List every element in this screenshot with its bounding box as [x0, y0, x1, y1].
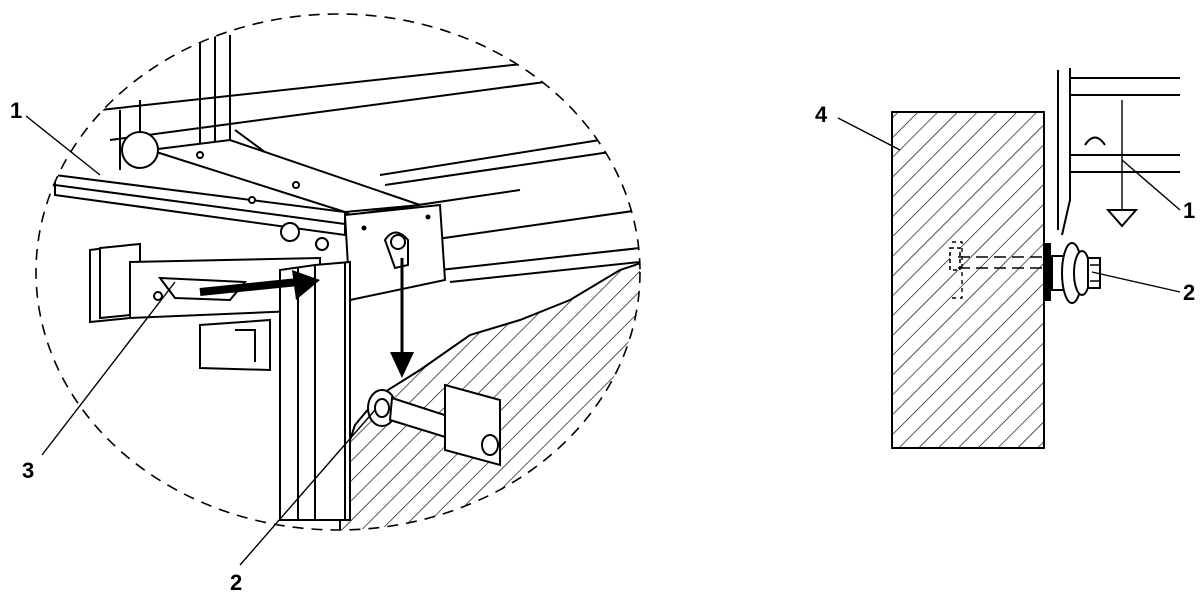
embedded-anchor	[949, 241, 1042, 299]
leader-side-2	[1091, 271, 1181, 293]
wall-block	[891, 111, 1045, 449]
leader-1	[25, 115, 101, 176]
leader-side-1	[1121, 159, 1181, 211]
vertical-post	[279, 260, 351, 521]
leader-2	[239, 409, 376, 566]
callout-side-2: 2	[1183, 280, 1195, 305]
end-plate	[343, 203, 447, 302]
side-anchor-bolt	[1044, 242, 1101, 304]
detail-circle-outline	[35, 13, 641, 531]
main-beam	[54, 131, 421, 251]
callout-1: 1	[10, 98, 22, 123]
leader-3	[41, 281, 176, 456]
drop-arrow-vertical	[390, 258, 414, 378]
anchor-bolt	[367, 383, 501, 467]
callout-side-1: 1	[1183, 198, 1195, 223]
callout-2: 2	[230, 570, 242, 593]
insert-arrow-horizontal	[199, 270, 320, 300]
leader-4	[837, 117, 901, 151]
side-frame-profile	[1057, 68, 1180, 236]
callout-4: 4	[815, 102, 828, 127]
detail-view: 1 3 2	[10, 13, 641, 593]
callout-3: 3	[22, 458, 34, 483]
side-view: 4 1 2	[815, 68, 1195, 449]
